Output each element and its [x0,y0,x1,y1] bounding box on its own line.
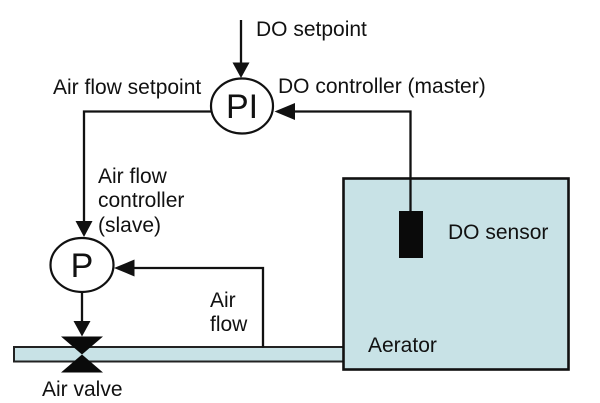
air-valve-lower-triangle [61,354,103,373]
air-flow-controller-label-line2: controller [98,189,184,212]
do-sensor-probe [399,211,423,258]
air-flow-measure-line [134,266,265,348]
air-flow-label-line2: flow [210,313,248,336]
aerator-label: Aerator [368,334,437,357]
do-sensor-label: DO sensor [448,221,548,244]
do-feedback-arrowhead [274,103,295,120]
do-setpoint-arrowhead [232,62,250,78]
master-controller-symbol: PI [226,88,258,126]
air-flow-controller-label-line1: Air flow [98,165,168,188]
do-controller-master-label: DO controller (master) [278,75,486,98]
aerator-tank [342,177,570,371]
do-setpoint-label: DO setpoint [256,18,367,41]
air-valve-symbol [61,336,103,373]
air-flow-measure-arrowhead [114,259,135,277]
air-valve-label: Air valve [42,378,123,401]
slave-controller-symbol: P [71,247,94,285]
air-flow-controller-label: Air flow controller (slave) [98,165,184,237]
air-flow-setpoint-label: Air flow setpoint [53,76,201,99]
slave-output-arrowhead [73,321,91,337]
air-flow-label-line1: Air [210,289,236,312]
master-output-line [82,110,211,221]
slave-controller-node [49,236,115,294]
do-feedback-line [294,110,412,212]
air-valve-upper-triangle [61,336,103,355]
master-controller-node [209,77,275,135]
air-pipe [13,346,347,363]
master-output-arrowhead [75,221,93,237]
air-flow-controller-label-line3: (slave) [98,214,161,237]
air-flow-label: Air flow [210,289,248,336]
